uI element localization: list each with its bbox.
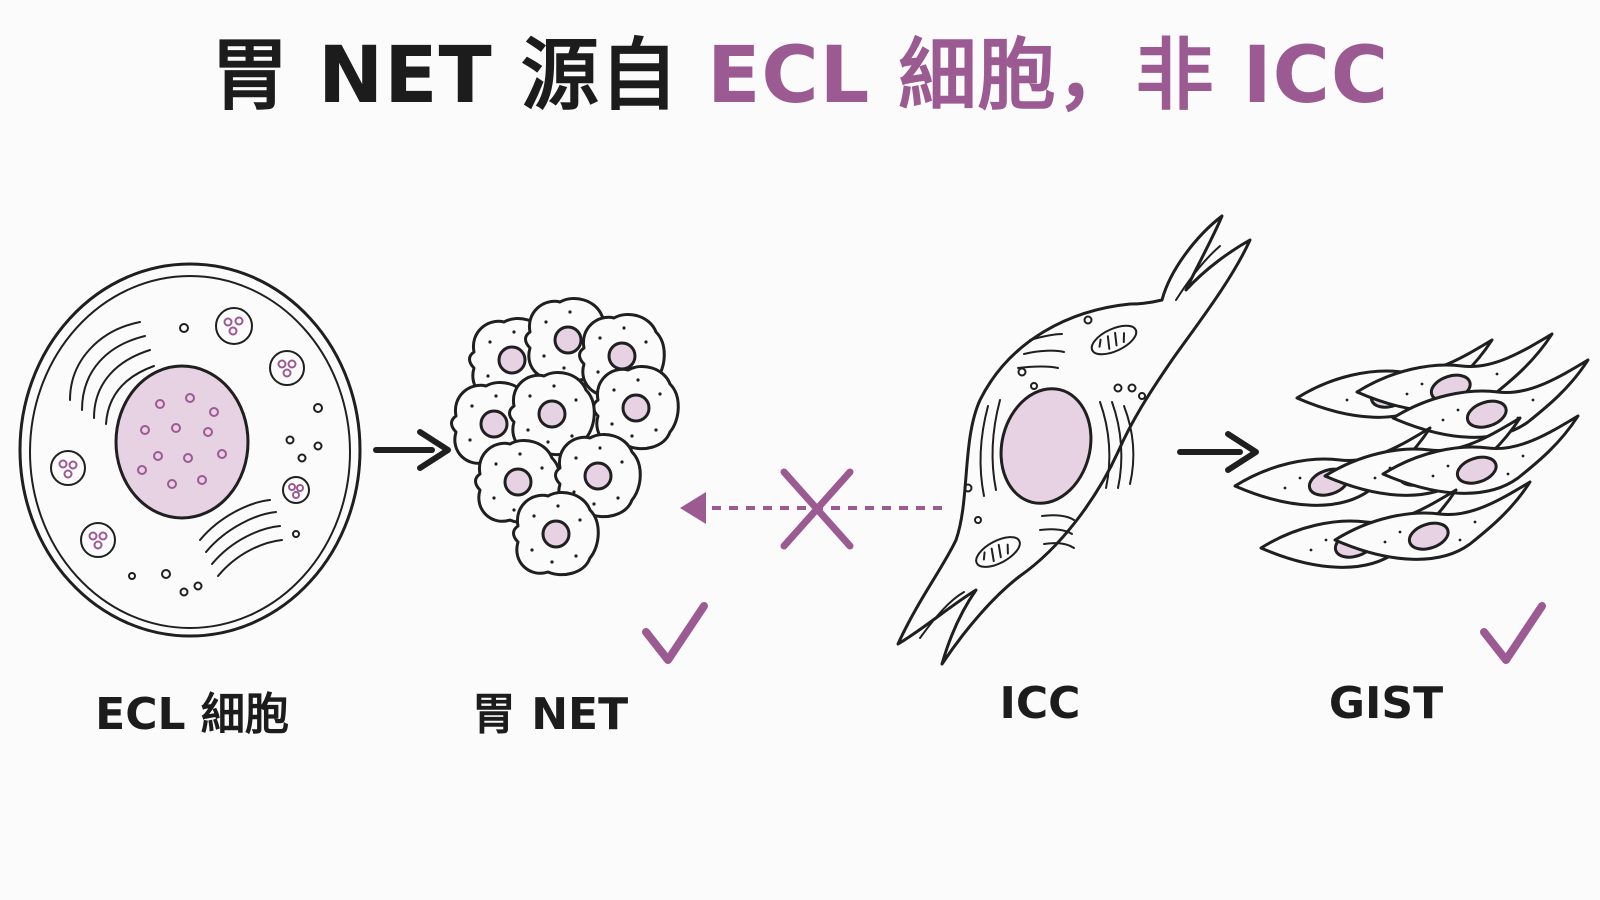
arrow-right-icon bbox=[1177, 431, 1259, 473]
check-icon bbox=[1480, 602, 1546, 664]
icc-cell-illustration bbox=[896, 214, 1252, 666]
ecl-cell-illustration bbox=[18, 262, 362, 638]
arrow-right-icon bbox=[373, 429, 451, 471]
title-part-comma: ， bbox=[1056, 31, 1136, 121]
check-icon bbox=[642, 602, 708, 664]
cross-icon bbox=[780, 468, 854, 550]
title-part-icc: 非 ICC bbox=[1135, 31, 1390, 121]
label-gist: GIST bbox=[1328, 678, 1444, 729]
label-icc: ICC bbox=[999, 678, 1081, 729]
page-title: 胃 NET 源自 ECL 細胞，非 ICC bbox=[0, 31, 1600, 122]
gist-spindle-cells-illustration bbox=[1233, 332, 1590, 569]
label-gastric-net: 胃 NET bbox=[471, 689, 629, 740]
title-part-1: 胃 NET 源自 bbox=[210, 31, 708, 121]
title-part-ecl: ECL 細胞 bbox=[707, 31, 1057, 121]
gastric-net-cluster-illustration bbox=[450, 296, 680, 577]
label-ecl-cell: ECL 細胞 bbox=[95, 689, 289, 740]
